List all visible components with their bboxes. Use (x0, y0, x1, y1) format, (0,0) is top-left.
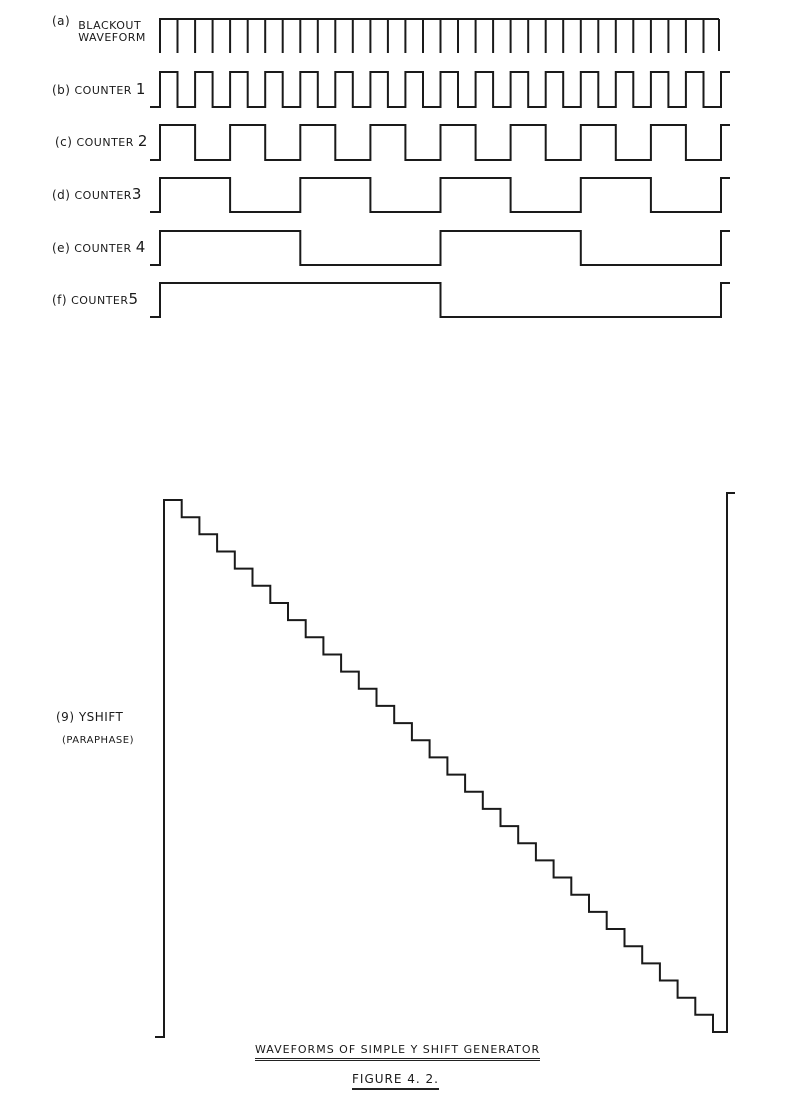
label-yshift-sub: (PARAPHASE) (62, 735, 134, 746)
label-counter-2: (c)COUNTER 2 (55, 132, 148, 150)
counter-5-waveform (150, 282, 730, 318)
label-name: COUNTER (71, 294, 129, 307)
label-counter-1: (b)COUNTER 1 (52, 80, 146, 98)
caption-title: WAVEFORMS OF SIMPLE Y SHIFT GENERATOR (255, 1043, 541, 1061)
label-yshift: (9) YSHIFT (56, 710, 124, 724)
label-line2: WAVEFORM (78, 31, 146, 44)
label-tag: (e) (52, 241, 71, 255)
label-name: COUNTER (74, 242, 132, 255)
label-tag: (d) (52, 188, 71, 202)
label-name: COUNTER (76, 136, 134, 149)
label-tag: (b) (52, 83, 71, 97)
label-tag: (a) (52, 14, 71, 28)
label-blackout: (a) BLACKOUT WAVEFORM (52, 14, 146, 44)
label-line1: BLACKOUT (78, 19, 142, 32)
label-name: COUNTER (74, 189, 132, 202)
label-num: 3 (131, 185, 142, 203)
label-num: 2 (137, 132, 148, 150)
counter-1-waveform (150, 71, 730, 108)
caption-figure: FIGURE 4. 2. (352, 1072, 439, 1090)
label-num: 5 (128, 290, 139, 308)
counter-4-waveform (150, 230, 730, 266)
counter-2-waveform (150, 124, 730, 161)
label-counter-5: (f)COUNTER5 (52, 290, 139, 308)
label-tag: (c) (55, 135, 73, 149)
label-counter-4: (e)COUNTER 4 (52, 238, 146, 256)
label-counter-3: (d)COUNTER3 (52, 185, 142, 203)
label-name: COUNTER (74, 84, 132, 97)
label-num: 1 (135, 80, 146, 98)
label-tag: (f) (52, 293, 68, 307)
yshift-staircase-waveform (155, 492, 735, 1038)
label-num: 4 (135, 238, 146, 256)
counter-3-waveform (150, 177, 730, 213)
blackout-waveform (159, 18, 720, 53)
